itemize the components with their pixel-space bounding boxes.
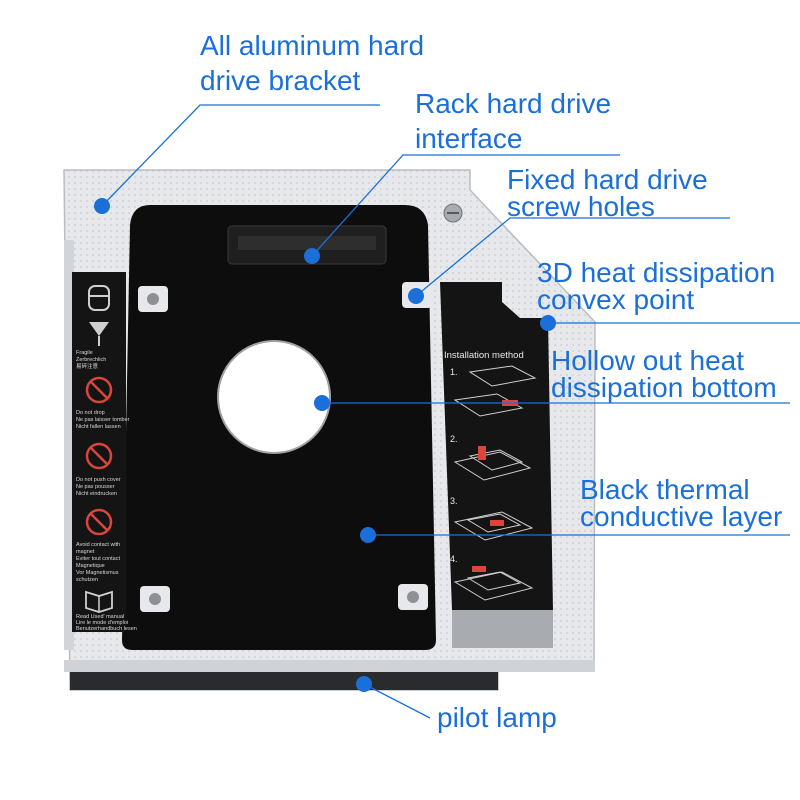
callout-screw-holes-line-2: screw holes	[507, 191, 655, 222]
callout-thermal-line-2: conductive layer	[580, 501, 783, 532]
installation-title: Installation method	[444, 350, 524, 361]
install-step-2-number: 2.	[450, 434, 458, 444]
callout-leaders	[101, 104, 800, 719]
fragile-glass-icon	[89, 322, 109, 346]
dot-interface	[304, 248, 320, 264]
callout-thermal: Black thermal conductive layer	[580, 474, 783, 532]
no-magnet-icon	[85, 508, 113, 536]
front-edge	[70, 672, 498, 690]
callout-pilot-line-1: pilot lamp	[437, 702, 557, 733]
callout-bracket-line-2: drive bracket	[200, 65, 361, 96]
screw-hole-top-left-pin	[147, 293, 159, 305]
install-step-1-number: 1.	[450, 367, 458, 377]
dot-screw-holes	[408, 288, 424, 304]
installation-panel-footer	[452, 610, 553, 648]
callout-screw-holes: Fixed hard drive screw holes	[507, 164, 708, 222]
callout-pilot: pilot lamp	[437, 702, 557, 733]
warning-drop: Do not drop Ne pas laisser tomber Nicht …	[76, 410, 131, 430]
callout-convex-line-2: convex point	[537, 284, 695, 315]
leader-screw-holes	[415, 217, 730, 297]
side-rail	[64, 240, 74, 650]
dot-thermal	[360, 527, 376, 543]
sata-connector-slot	[238, 236, 376, 250]
callout-screw-holes-line-1: Fixed hard drive	[507, 164, 708, 195]
callout-hollow-line-1: Hollow out heat	[551, 345, 745, 376]
no-push-icon	[85, 442, 113, 470]
callout-interface: Rack hard drive interface	[415, 88, 612, 154]
screw-hole-bottom-right-pin	[407, 591, 419, 603]
install-step-4-number: 4.	[450, 554, 458, 564]
callout-dots	[94, 198, 556, 692]
leader-interface	[311, 154, 620, 257]
screw-hole-bottom-left-pin	[149, 593, 161, 605]
drive-icon	[88, 285, 110, 311]
dot-bracket	[94, 198, 110, 214]
callout-interface-line-1: Rack hard drive	[415, 88, 612, 119]
warning-manual: Read Used' manual Lire le mode d'emploi …	[76, 614, 137, 632]
dot-convex	[540, 315, 556, 331]
warning-fragile: Fragile Zerbrechlich 易碎注意	[76, 350, 108, 370]
callout-convex: 3D heat dissipation convex point	[537, 257, 776, 315]
install-step-3-number: 3.	[450, 496, 458, 506]
callout-interface-line-2: interface	[415, 123, 523, 154]
manual-book-icon	[85, 590, 113, 613]
bracket-rim	[64, 660, 595, 672]
leader-bracket	[101, 104, 380, 207]
warning-magnet: Avoid contact with magnet Eviter tout co…	[76, 542, 122, 583]
dot-pilot	[356, 676, 372, 692]
heat-dissipation-hole	[217, 340, 331, 454]
callout-hollow-line-2: dissipation bottom	[551, 372, 777, 403]
no-drop-icon	[85, 376, 113, 404]
leader-pilot	[363, 683, 431, 719]
callout-thermal-line-1: Black thermal	[580, 474, 750, 505]
callout-bracket: All aluminum hard drive bracket	[200, 30, 425, 96]
callout-hollow: Hollow out heat dissipation bottom	[551, 345, 777, 403]
installation-panel	[440, 282, 553, 610]
dot-hollow	[314, 395, 330, 411]
callout-bracket-line-1: All aluminum hard	[200, 30, 425, 61]
callout-convex-line-1: 3D heat dissipation	[537, 257, 776, 288]
install-step-3-diagram	[453, 511, 534, 541]
warning-push: Do not push cover Ne pas pousser Nicht e…	[76, 477, 122, 497]
install-step-4-diagram	[453, 566, 534, 601]
install-step-2-diagram	[453, 446, 532, 481]
